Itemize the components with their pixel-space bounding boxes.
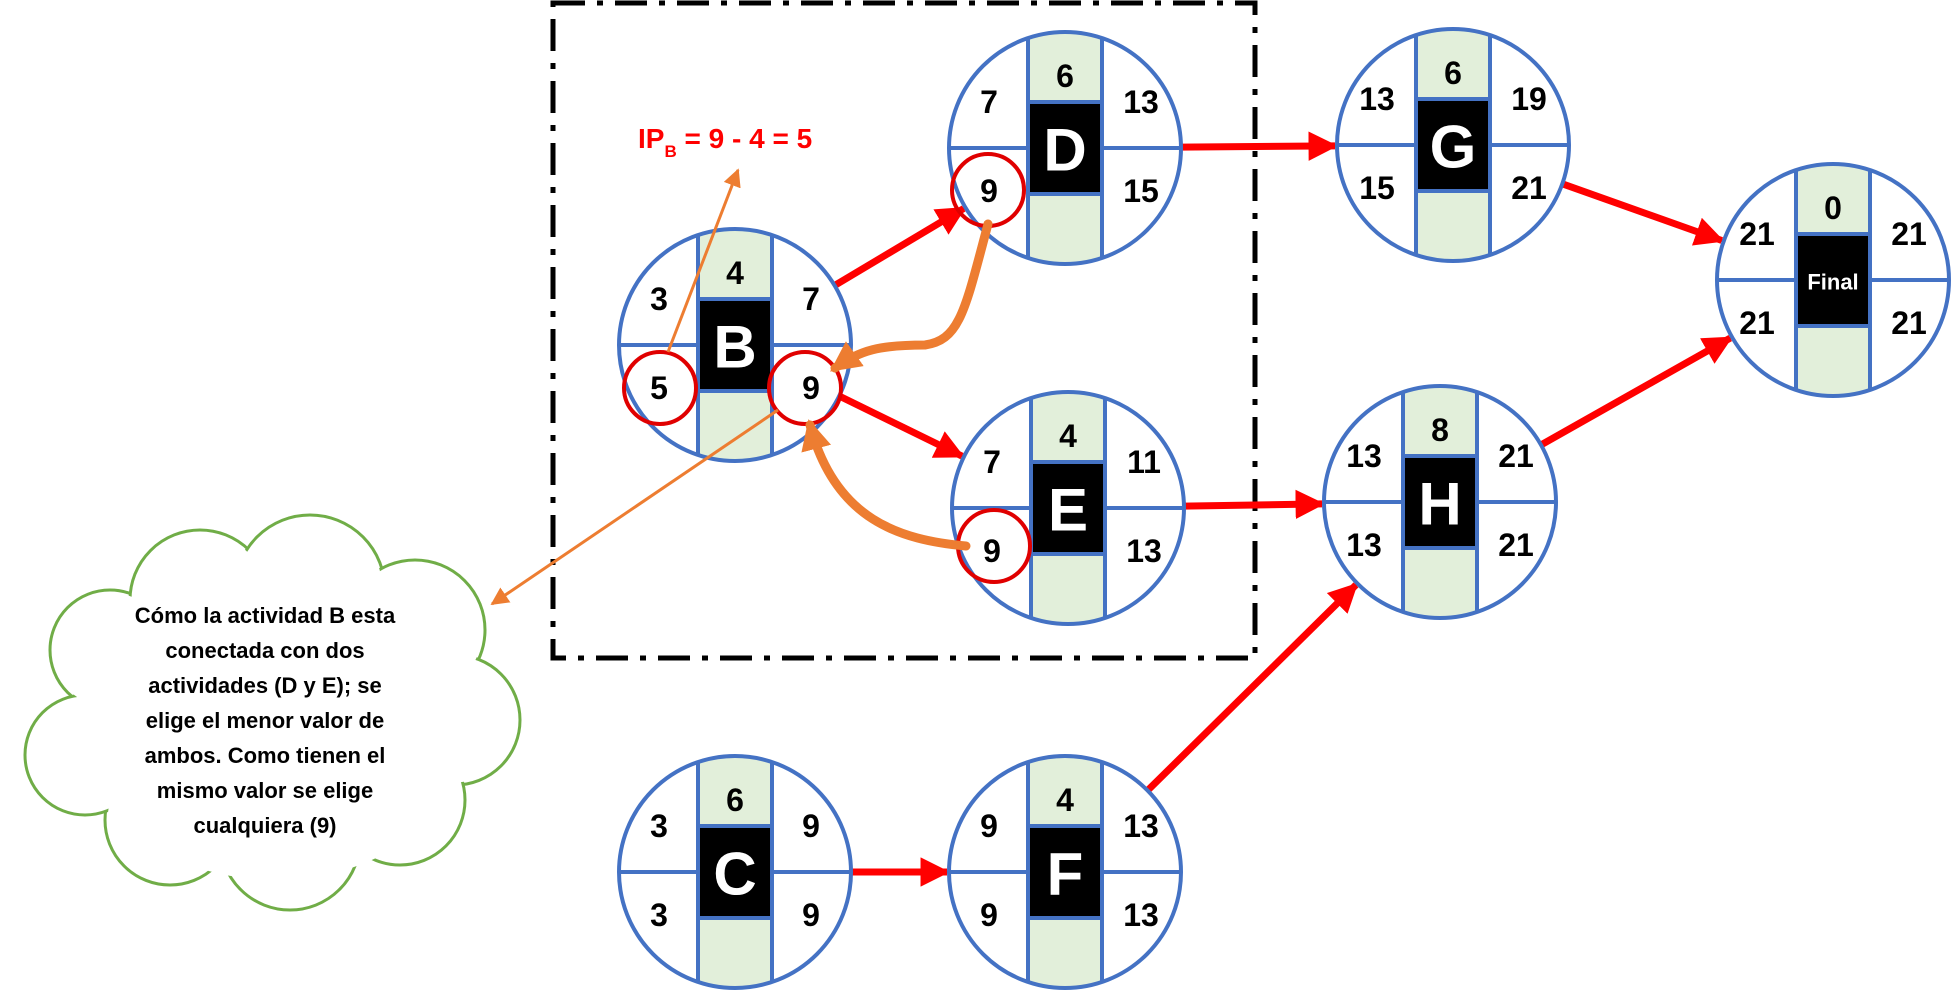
edge-e-to-h — [1183, 489, 1325, 520]
node-label: F — [1047, 841, 1084, 908]
node-late-finish: 21 — [1511, 170, 1547, 206]
node-label-box — [1794, 232, 1872, 328]
note-line: elige el menor valor de — [145, 708, 385, 733]
note-line: Cómo la actividad B esta — [134, 603, 396, 628]
note-line: cualquiera (9) — [193, 813, 337, 838]
edge-f-to-h — [1145, 582, 1359, 794]
node-label-box — [696, 297, 774, 393]
node-g: G 6 13 19 15 21 — [1335, 27, 1571, 263]
node-late-start: 3 — [650, 897, 668, 933]
node-circle-outline — [1715, 162, 1951, 398]
node-label: Final — [1807, 270, 1858, 295]
node-late-finish: 9 — [802, 897, 820, 933]
node-early-finish: 19 — [1511, 81, 1547, 117]
node-early-start: 7 — [980, 84, 998, 120]
node-early-start: 3 — [650, 808, 668, 844]
node-early-finish: 21 — [1498, 438, 1534, 474]
node-label: B — [713, 314, 756, 381]
back-arrow-e-to-b — [801, 419, 971, 551]
formula: IPB = 9 - 4 = 5 — [638, 123, 812, 161]
node-h: H 8 13 21 13 21 — [1322, 384, 1558, 620]
node-label: D — [1043, 117, 1086, 184]
node-late-finish: 21 — [1498, 527, 1534, 563]
node-early-finish: 21 — [1891, 216, 1927, 252]
note-cloud-fill — [27, 517, 518, 908]
node-early-start: 7 — [983, 444, 1001, 480]
node-final: Final 0 21 21 21 21 — [1715, 162, 1951, 398]
node-late-finish: 13 — [1126, 533, 1162, 569]
node-label-box — [1026, 100, 1104, 196]
node-label: E — [1048, 477, 1088, 544]
node-label-box — [1029, 460, 1107, 556]
node-late-start: 9 — [980, 173, 998, 209]
node-d: D 6 7 13 9 15 — [947, 30, 1183, 266]
node-early-start: 13 — [1359, 81, 1395, 117]
node-duration: 8 — [1431, 412, 1449, 448]
edge-d-to-g — [1180, 131, 1338, 161]
node-late-finish: 9 — [802, 370, 820, 406]
edge-h-to-final — [1539, 334, 1733, 448]
node-duration: 4 — [726, 255, 744, 291]
node-late-finish: 21 — [1891, 305, 1927, 341]
node-duration: 6 — [1056, 58, 1074, 94]
node-late-start: 13 — [1346, 527, 1382, 563]
node-early-finish: 11 — [1127, 444, 1161, 480]
node-early-finish: 13 — [1123, 84, 1159, 120]
node-circle-outline — [1322, 384, 1558, 620]
node-e: E 4 7 11 9 13 — [950, 390, 1186, 626]
back-arrow-d-to-b — [830, 219, 993, 373]
note-line: conectada con dos — [165, 638, 365, 663]
node-duration: 4 — [1056, 782, 1074, 818]
node-label: G — [1430, 114, 1477, 181]
node-duration: 0 — [1824, 190, 1842, 226]
node-duration: 6 — [726, 782, 744, 818]
node-c: C 6 3 9 3 9 — [617, 754, 853, 990]
node-late-start: 5 — [650, 370, 668, 406]
node-early-start: 3 — [650, 281, 668, 317]
node-late-finish: 13 — [1123, 897, 1159, 933]
node-label-box — [1414, 97, 1492, 193]
node-circle-outline — [947, 30, 1183, 266]
note-line: mismo valor se elige — [156, 778, 374, 803]
node-early-finish: 9 — [802, 808, 820, 844]
note-text: Cómo la actividad B esta conectada con do… — [70, 598, 460, 843]
node-early-finish: 7 — [802, 281, 820, 317]
node-circle-outline — [947, 754, 1183, 990]
node-late-start: 9 — [980, 897, 998, 933]
note-line: ambos. Como tienen el — [144, 743, 386, 768]
edge-g-to-final — [1561, 180, 1725, 246]
node-label-box — [1401, 454, 1479, 550]
node-label: H — [1418, 471, 1461, 538]
node-late-finish: 15 — [1123, 173, 1159, 209]
node-duration: 4 — [1059, 418, 1077, 454]
edge-b-to-e — [837, 392, 965, 460]
node-label-box — [1026, 824, 1104, 920]
node-early-finish: 13 — [1123, 808, 1159, 844]
node-circle-outline — [950, 390, 1186, 626]
pointer-to-formula — [666, 168, 741, 353]
node-late-start: 21 — [1739, 305, 1775, 341]
node-circle-outline — [617, 754, 853, 990]
node-early-start: 21 — [1739, 216, 1775, 252]
node-label: C — [713, 841, 756, 908]
edge-b-to-d — [832, 205, 967, 289]
selection-box — [550, 0, 1258, 661]
node-circle-outline — [1335, 27, 1571, 263]
node-early-start: 9 — [980, 808, 998, 844]
node-early-start: 13 — [1346, 438, 1382, 474]
critical-path-edges — [832, 131, 1733, 887]
node-f: F 4 9 13 9 13 — [947, 754, 1183, 990]
node-late-start: 9 — [983, 533, 1001, 569]
node-b: B 4 3 7 5 9 — [617, 227, 853, 463]
node-label-box — [696, 824, 774, 920]
node-duration: 6 — [1444, 55, 1462, 91]
note-line: actividades (D y E); se — [148, 673, 382, 698]
node-late-start: 15 — [1359, 170, 1395, 206]
highlight-b-ls — [622, 350, 698, 426]
pointer-to-note — [490, 408, 779, 606]
